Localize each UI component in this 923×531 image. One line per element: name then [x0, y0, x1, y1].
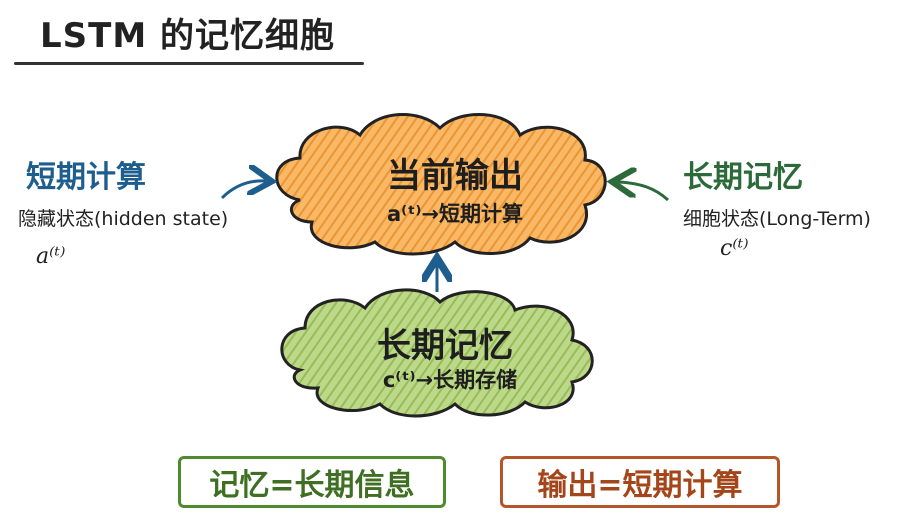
- cell-state-symbol: c⁽ᵗ⁾: [720, 236, 749, 261]
- memory-summary-box: 记忆=长期信息: [178, 456, 446, 508]
- bottom-cloud-title: 长期记忆: [377, 326, 513, 366]
- arrow-left-to-cloud: [220, 181, 266, 200]
- arrow-right-to-cloud: [618, 182, 670, 202]
- output-summary-box: 输出=短期计算: [500, 456, 780, 508]
- hidden-state-symbol: a⁽ᵗ⁾: [36, 244, 66, 269]
- long-term-heading: 长期记忆: [683, 160, 803, 195]
- hidden-state-label: 隐藏状态(hidden state): [18, 208, 229, 230]
- top-cloud-shape: [275, 112, 607, 256]
- short-term-heading: 短期计算: [26, 160, 146, 195]
- cell-state-label: 细胞状态(Long-Term): [683, 208, 871, 230]
- title-underline: [14, 62, 364, 65]
- bottom-cloud-shape: [280, 288, 594, 418]
- top-cloud-subtitle: a⁽ᵗ⁾→短期计算: [386, 202, 523, 226]
- top-cloud-title: 当前输出: [387, 156, 523, 196]
- bottom-cloud-subtitle: c⁽ᵗ⁾→长期存储: [382, 368, 518, 392]
- page-title: LSTM 的记忆细胞: [40, 16, 336, 56]
